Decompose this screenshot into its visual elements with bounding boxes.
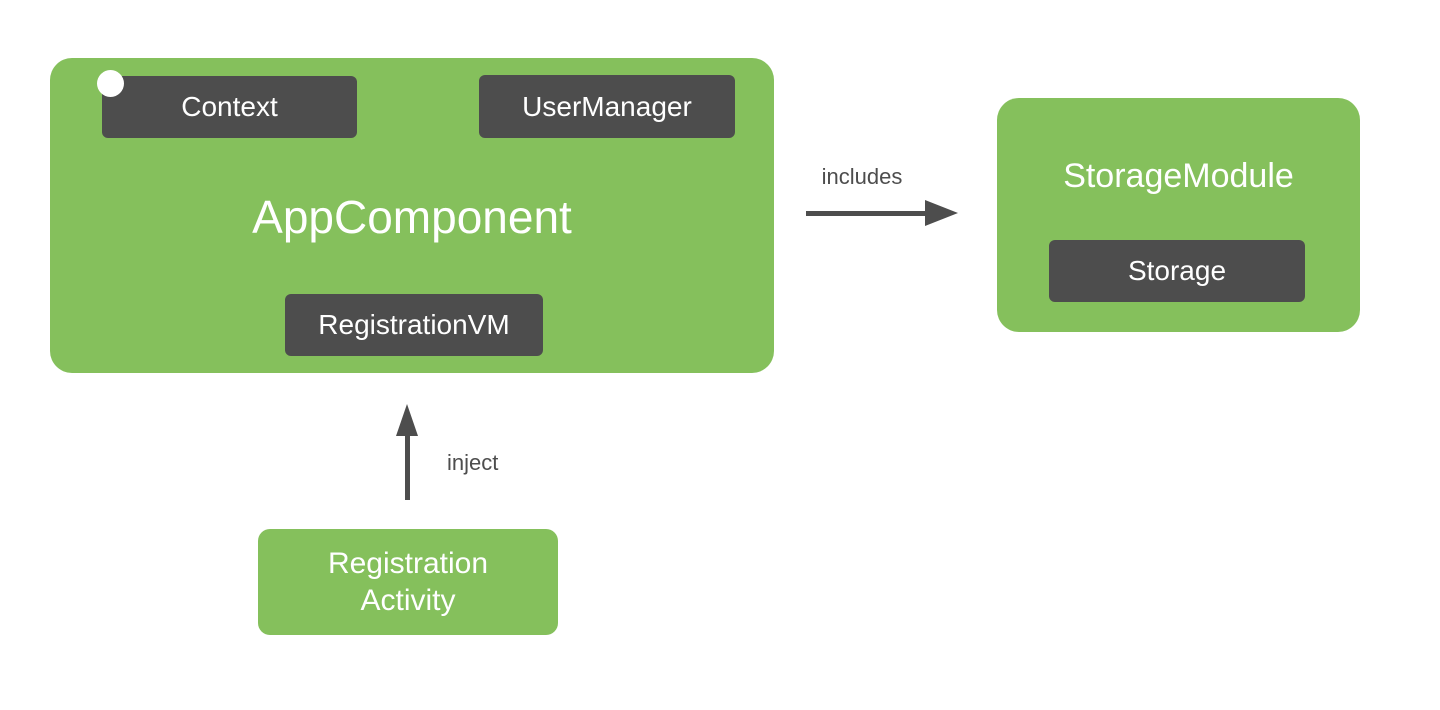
includes-arrow-head-icon [925, 200, 958, 226]
registration-activity-label-line2: Activity [360, 584, 456, 617]
registration-vm-chip-label: RegistrationVM [318, 309, 510, 340]
white-circle-icon [97, 70, 124, 97]
user-manager-chip: UserManager [479, 75, 735, 138]
includes-arrow-line [806, 211, 925, 216]
registration-activity-box: Registration Activity [258, 529, 558, 635]
registration-activity-label-line1: Registration [327, 547, 489, 580]
registration-vm-chip: RegistrationVM [285, 294, 543, 356]
storage-module-title: StorageModule [1063, 157, 1294, 195]
app-component-title: AppComponent [252, 191, 572, 243]
inject-edge-label: inject [447, 450, 499, 475]
storage-chip: Storage [1049, 240, 1305, 302]
inject-arrow-line [405, 434, 410, 500]
context-chip: Context [102, 76, 357, 138]
user-manager-chip-label: UserManager [522, 90, 692, 122]
context-chip-label: Context [181, 91, 278, 122]
includes-edge-label: includes [821, 164, 903, 189]
storage-chip-label: Storage [1127, 255, 1227, 286]
inject-arrow-head-icon [396, 404, 418, 436]
